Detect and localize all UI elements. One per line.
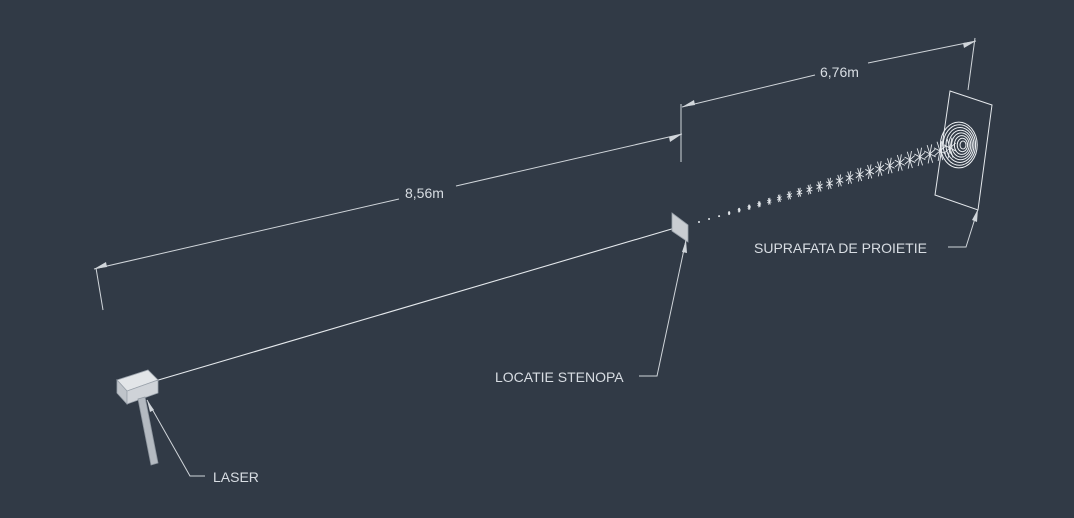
beam-mark — [796, 187, 803, 198]
beam-mark — [806, 184, 813, 195]
extension-line-left — [95, 267, 104, 311]
beam-mark — [776, 194, 782, 203]
beam-mark — [855, 167, 864, 182]
leader-line-laser — [146, 399, 205, 477]
beam-mark — [884, 157, 895, 174]
leader-pinhole: LOCATIE STENOPA — [495, 239, 687, 385]
dimension-line-right-segment-2 — [867, 40, 977, 64]
diffraction-ring — [942, 124, 977, 166]
dimension-laser-to-pinhole: 8,56m — [93, 127, 683, 311]
dimension-line-right-segment — [455, 133, 683, 187]
leader-screen: SUPRAFATA DE PROIETIE — [754, 208, 979, 256]
diffraction-ring — [945, 127, 975, 163]
diffraction-ring — [939, 121, 978, 169]
label-screen: SUPRAFATA DE PROIETIE — [754, 240, 927, 256]
leader-line-screen — [948, 208, 979, 248]
beam-mark — [786, 191, 793, 200]
beam-mark — [767, 197, 772, 205]
dimension-line-left-segment-2 — [681, 74, 816, 108]
beam-mark — [747, 204, 752, 210]
arrowhead-right — [669, 134, 682, 142]
label-pinhole: LOCATIE STENOPA — [495, 369, 624, 385]
pinhole-plate — [671, 212, 689, 243]
beam-mark — [874, 160, 885, 177]
diffraction-ring — [956, 137, 969, 153]
diffraction-pattern — [939, 121, 978, 169]
beam-mark — [698, 221, 700, 223]
leader-arrow-laser — [147, 400, 154, 412]
beam-mark — [845, 171, 854, 185]
laser-device — [116, 369, 159, 466]
beam-mark — [835, 174, 844, 187]
diffraction-ring — [951, 132, 972, 158]
beam-mark — [825, 177, 834, 190]
laser-stand — [137, 396, 159, 466]
beam-mark — [914, 147, 926, 167]
dimension-pinhole-to-screen: 6,76m — [680, 37, 977, 127]
leader-arrow-pinhole — [682, 240, 687, 253]
leader-line-pinhole — [639, 239, 687, 377]
beam-mark — [904, 150, 916, 169]
arrowhead-left-2 — [682, 100, 695, 107]
beam-mark — [865, 164, 875, 180]
diffraction-ring — [948, 129, 973, 161]
beam-mark — [757, 201, 762, 208]
dimension-label-8-56m: 8,56m — [405, 185, 444, 201]
beam-mark — [708, 218, 711, 221]
beam-mark — [727, 211, 731, 216]
beam-mark — [894, 154, 906, 172]
extension-line-screen — [967, 37, 976, 91]
beam-mark — [816, 181, 823, 192]
diffraction-ring — [953, 135, 970, 155]
beam-mark — [718, 215, 721, 218]
arrowhead-left — [94, 262, 107, 269]
label-laser: LASER — [213, 469, 259, 485]
diffracted-beam — [698, 137, 957, 223]
dimension-label-6-76m: 6,76m — [820, 64, 859, 80]
dimension-line-left-segment — [93, 198, 400, 270]
arrowhead-right-2 — [963, 41, 976, 48]
laser-body-front — [126, 379, 159, 405]
projection-screen — [934, 90, 993, 211]
laser-beam — [154, 227, 676, 382]
leader-arrow-screen — [972, 209, 978, 222]
diffraction-ring — [959, 140, 967, 150]
beam-mark — [737, 207, 741, 213]
beam-mark — [923, 144, 936, 164]
leader-laser: LASER — [146, 399, 259, 485]
